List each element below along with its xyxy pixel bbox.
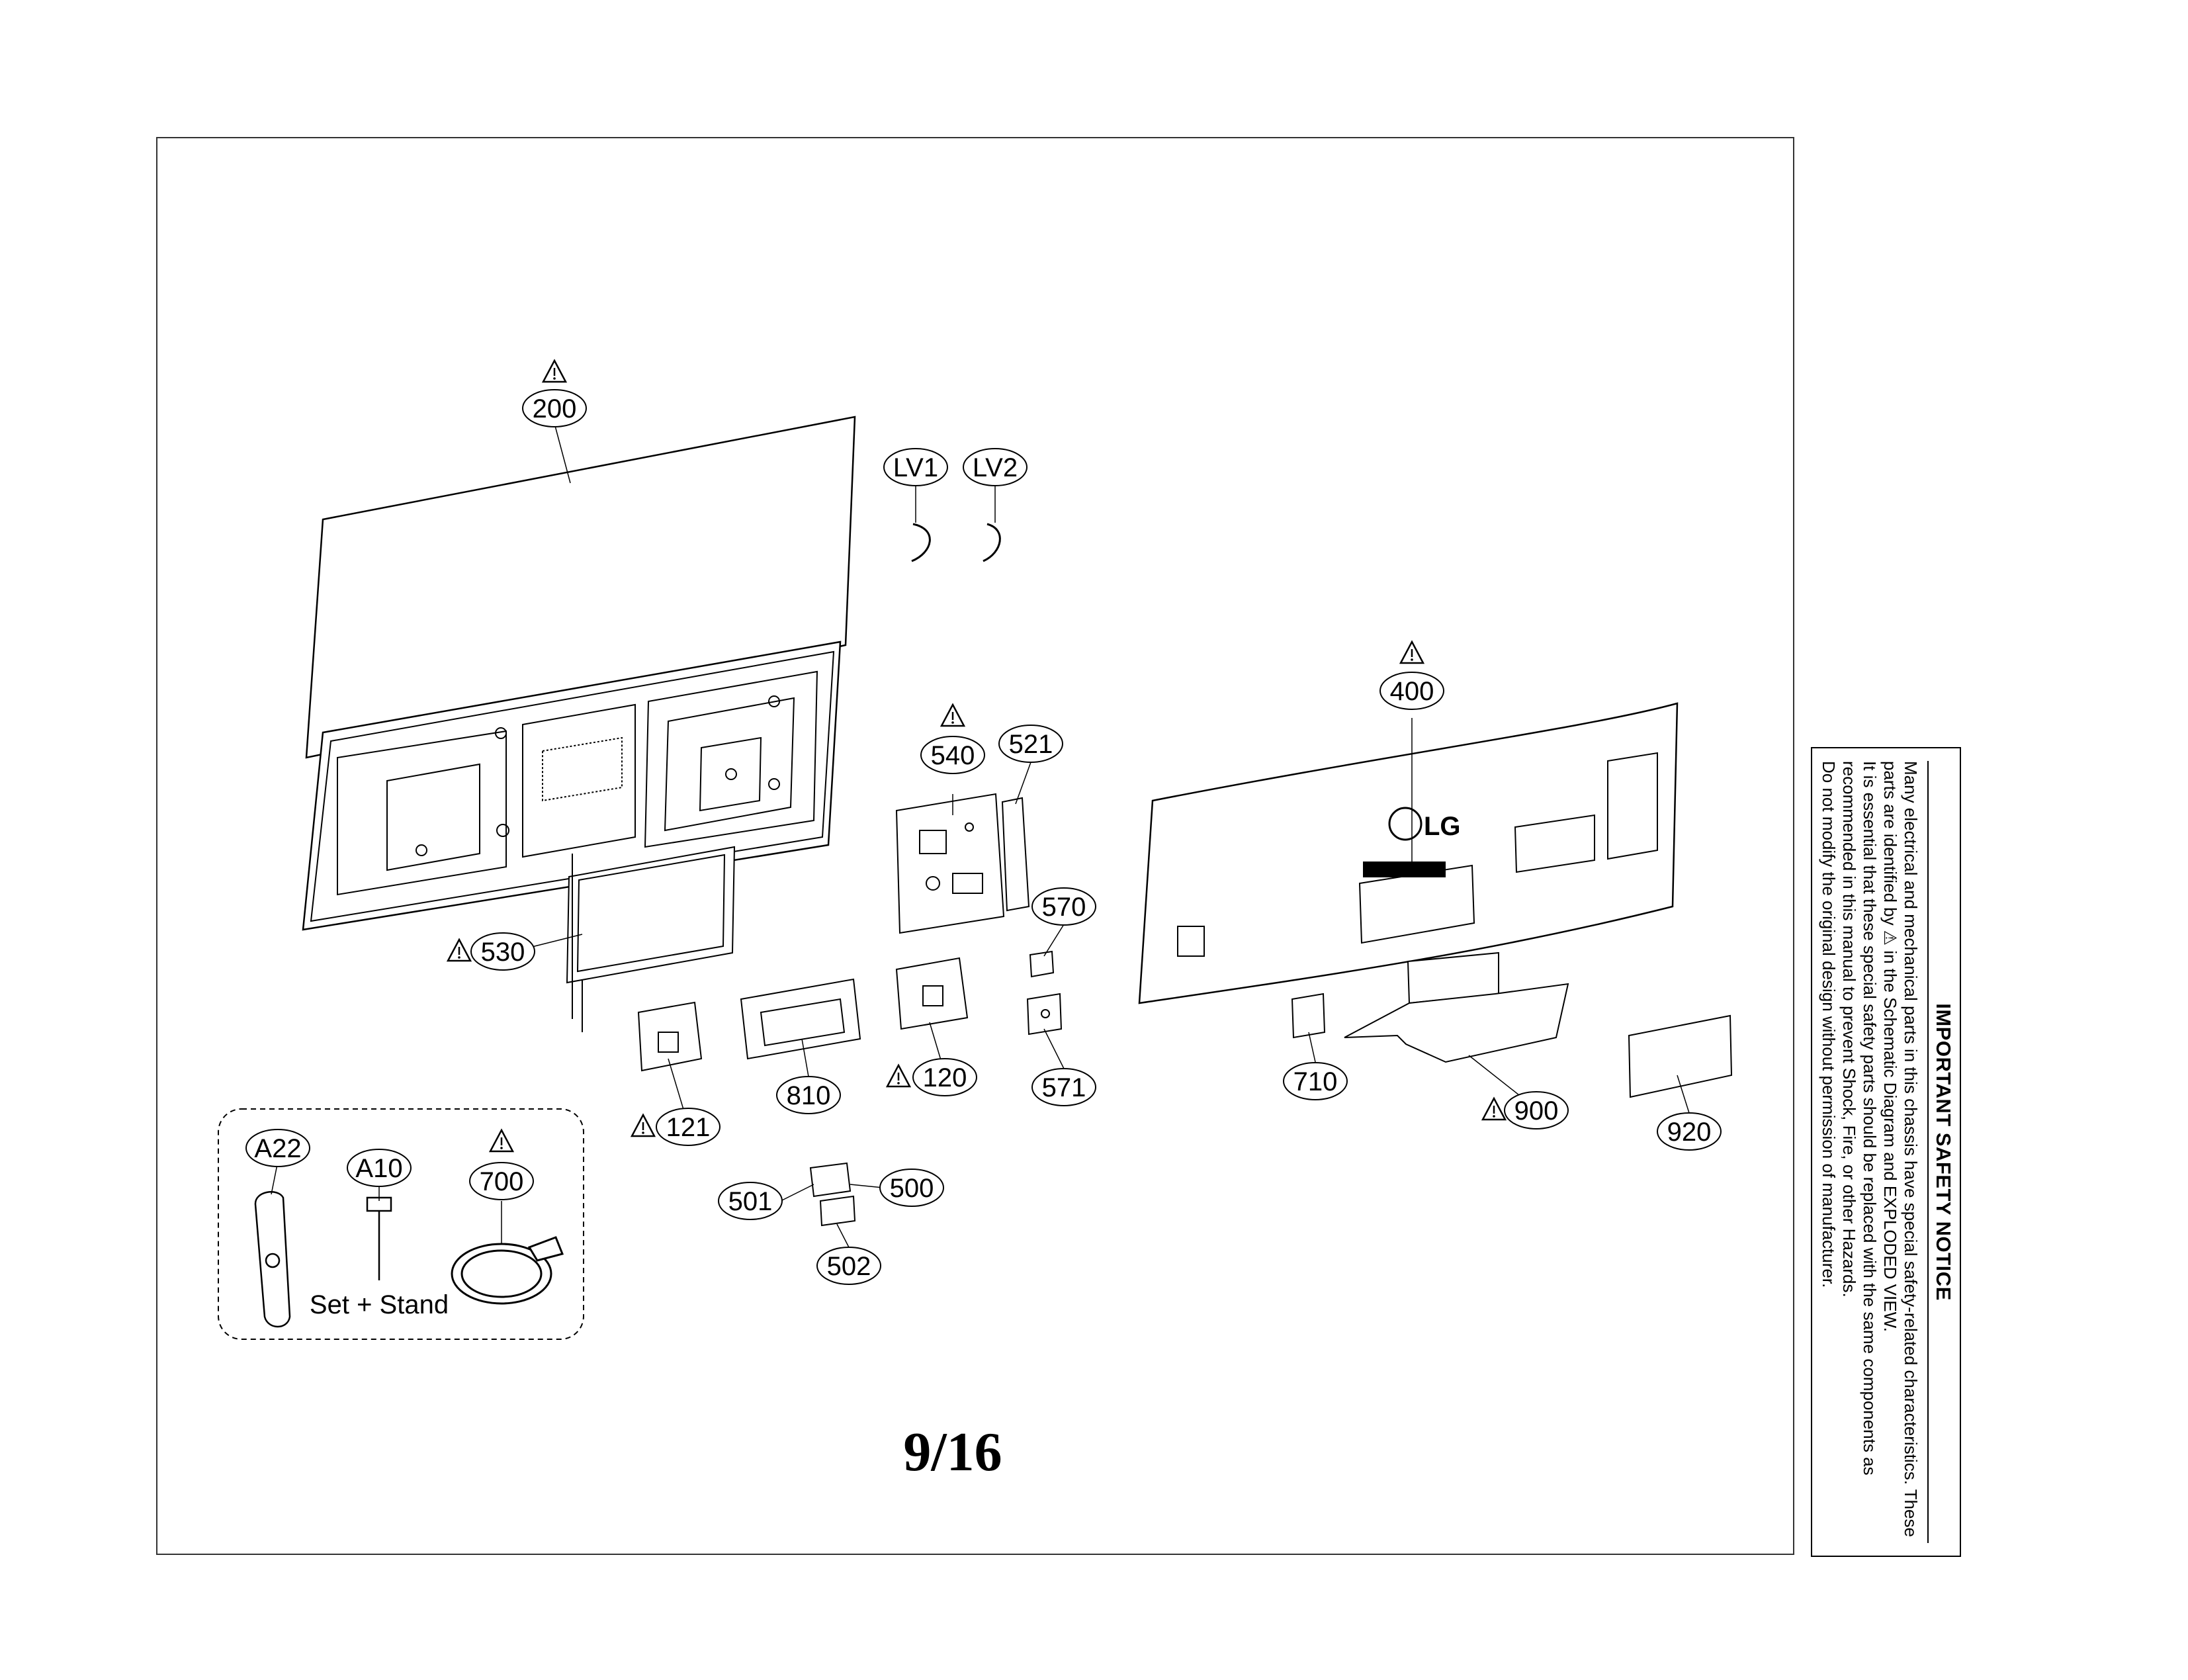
svg-text:LV1: LV1 [893,453,938,482]
callout-500: 500 [879,1169,944,1207]
callout-a10: A10 [347,1149,412,1187]
back-cover-400 [1138,702,1679,1004]
safety-notice-line: It is essential that these special safet… [1860,761,1880,1476]
main-board-540 [895,793,1005,934]
svg-text:540: 540 [931,741,975,770]
callout-120: 120 [886,1058,977,1096]
lv-hook-parts [911,523,1001,562]
svg-text:710: 710 [1293,1067,1338,1096]
callout-700: 700 [469,1129,534,1200]
callout-920: 920 [1657,1112,1722,1151]
callout-lv2: LV2 [963,448,1028,486]
callout-200: 200 [522,359,587,427]
svg-text:501: 501 [728,1187,773,1216]
bracket-810 [740,978,861,1060]
svg-text:810: 810 [787,1081,831,1110]
svg-text:920: 920 [1667,1118,1712,1147]
display-panel-part [305,416,856,759]
leader-lines [271,423,1690,1248]
callout-571: 571 [1031,1068,1096,1106]
svg-text:500: 500 [890,1174,934,1203]
cover-920 [1628,1014,1733,1098]
callout-810: 810 [776,1076,841,1114]
svg-text:400: 400 [1390,677,1434,706]
svg-text:200: 200 [533,394,577,423]
callout-521: 521 [998,725,1063,763]
svg-text:571: 571 [1042,1073,1086,1102]
speaker-120 [895,957,969,1030]
accessory-caption: Set + Stand [310,1290,449,1319]
safety-notice-line: recommended in this manual to prevent Sh… [1839,761,1859,1298]
svg-text:LV2: LV2 [973,453,1018,482]
module-571 [1026,993,1063,1036]
remote-control-a22 [254,1191,291,1328]
drawing-frame [156,137,1794,1555]
callout-570: 570 [1031,887,1096,926]
safety-notice-title: IMPORTANT SAFETY NOTICE [1927,761,1955,1543]
svg-text:570: 570 [1042,893,1086,922]
screw-a10 [366,1196,392,1280]
connector-board-521 [1001,797,1030,912]
lg-logo: LG [1388,807,1461,841]
accessories-box [218,1108,584,1340]
svg-text:LG: LG [1424,812,1461,841]
svg-text:120: 120 [923,1063,967,1092]
svg-text:900: 900 [1514,1096,1559,1126]
svg-text:521: 521 [1009,730,1053,759]
power-cord-700 [451,1236,564,1305]
svg-text:530: 530 [481,938,525,967]
stand-900 [1344,951,1569,1063]
callout-400: 400 [1379,641,1444,710]
callout-501: 501 [718,1182,783,1220]
svg-text:A22: A22 [254,1134,301,1163]
svg-text:121: 121 [666,1113,711,1142]
callout-530: 530 [447,932,535,971]
callout-900: 900 [1481,1091,1569,1129]
safety-notice-line: Do not modify the original design withou… [1819,761,1839,1288]
safety-notice: IMPORTANT SAFETY NOTICE Many electrical … [1812,748,1960,1556]
safety-notice-line: Many electrical and mechanical parts in … [1901,761,1921,1537]
module-570 [1029,950,1055,978]
callout-a22: A22 [245,1129,310,1167]
svg-text:502: 502 [827,1252,871,1281]
safety-notice-line: parts are identified by ⚠ in the Schemat… [1880,761,1900,1332]
svg-text:700: 700 [480,1167,524,1196]
module-710 [1291,993,1326,1039]
callout-121: 121 [631,1108,721,1146]
cable-holder-parts [809,1162,856,1227]
callout-710: 710 [1283,1062,1348,1100]
callout-lv1: LV1 [883,448,948,486]
page-number: 9/16 [903,1421,1002,1483]
speaker-121 [637,1001,703,1072]
power-supply-board-530 [566,846,736,1032]
safety-notice-border [1811,747,1961,1557]
callout-502: 502 [816,1247,881,1285]
callout-540: 540 [920,703,985,774]
svg-text:A10: A10 [355,1154,402,1183]
